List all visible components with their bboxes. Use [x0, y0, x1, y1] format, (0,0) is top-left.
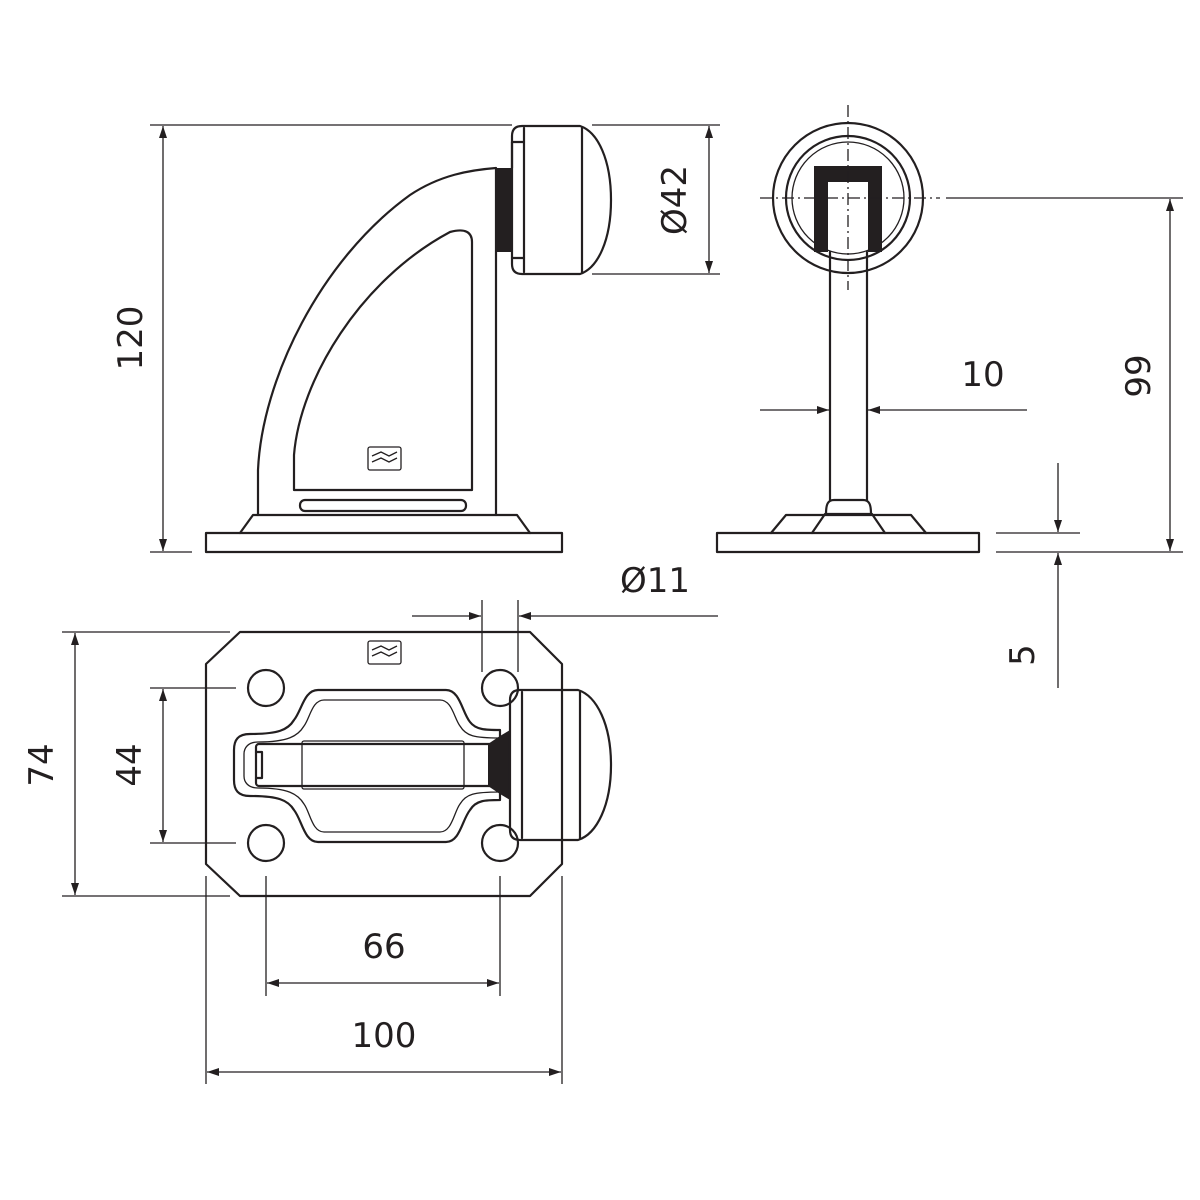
top-view: Ø11 74 44 66 100 [22, 561, 718, 1084]
side-base-plate [204, 531, 564, 554]
side-arm-panel [292, 229, 474, 492]
hole-top-left [246, 668, 286, 708]
dim-label-120: 120 [111, 306, 151, 371]
front-base-step [769, 513, 928, 535]
dim-label-11: Ø11 [620, 561, 690, 601]
dim-label-100: 100 [352, 1016, 417, 1056]
dim-label-74: 74 [22, 743, 62, 786]
front-base-plate [715, 531, 981, 554]
front-stem-collar [824, 498, 873, 516]
top-base-plate [204, 630, 564, 898]
dim-label-99: 99 [1119, 354, 1159, 397]
dim-label-10: 10 [961, 355, 1004, 395]
side-base-slot [298, 498, 468, 513]
front-stem [828, 268, 869, 502]
top-arm-channel [301, 740, 465, 790]
side-arm-outer [256, 166, 498, 517]
dim-label-66: 66 [362, 927, 405, 967]
top-logo-icon [367, 640, 402, 665]
dim-label-42: Ø42 [655, 165, 695, 235]
hole-bottom-left [246, 823, 286, 863]
side-logo-icon [367, 446, 402, 471]
top-housing-inner [243, 699, 501, 833]
side-view: 120 Ø42 [111, 124, 720, 554]
front-rubber-section [814, 166, 882, 252]
side-roller-head [510, 124, 613, 276]
dim-label-5: 5 [1003, 644, 1043, 666]
side-base-step [238, 513, 532, 535]
top-rubber-ring [488, 730, 510, 800]
hole-top-right [480, 668, 520, 708]
front-base-foot [810, 512, 887, 535]
top-roller-head [508, 688, 613, 842]
dim-label-44: 44 [110, 743, 150, 786]
hole-bottom-right [480, 823, 520, 863]
front-view: 10 99 5 [715, 105, 1183, 688]
side-rubber-ring [496, 168, 512, 252]
top-housing-outer [232, 688, 502, 844]
top-arm-end [254, 750, 264, 780]
